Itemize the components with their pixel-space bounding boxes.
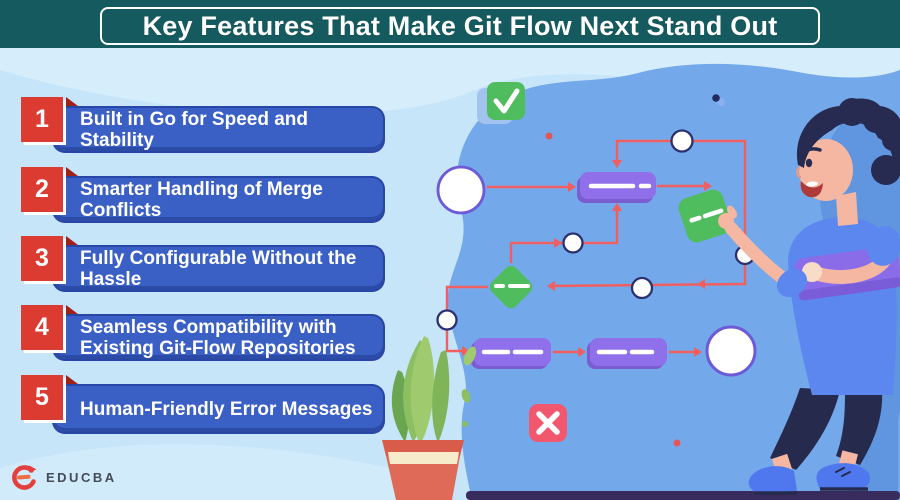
- ribbon-fold: [66, 375, 78, 384]
- flow-arrowheads: [462, 160, 712, 357]
- ribbon-fold: [66, 97, 78, 106]
- floor-bar: [466, 491, 900, 500]
- feature-label: Smarter Handling of Merge Conflicts: [80, 178, 323, 221]
- commit-node: [471, 338, 551, 369]
- feature-label: Seamless Compatibility with Existing Git…: [80, 316, 356, 359]
- feature-banner: Human-Friendly Error Messages: [52, 384, 385, 434]
- feature-number: 5: [21, 375, 63, 420]
- feature-banner: Smarter Handling of Merge Conflicts: [52, 176, 385, 223]
- brand-name: EDUCBA: [46, 469, 117, 485]
- commit-node: [587, 338, 667, 369]
- potted-plant: [382, 336, 477, 500]
- brand-logo: EDUCBA: [10, 463, 117, 491]
- decorative-dots: [545, 94, 888, 447]
- branch-circle: [436, 129, 757, 377]
- ribbon-fold: [66, 167, 78, 176]
- ribbon-fold: [66, 236, 78, 245]
- merge-diamond: [489, 265, 533, 309]
- header-band: Key Features That Make Git Flow Next Sta…: [0, 0, 900, 48]
- feature-label: Human-Friendly Error Messages: [80, 398, 373, 420]
- held-commit-card: [678, 189, 732, 243]
- educba-logo-icon: [12, 465, 37, 490]
- commit-node: [577, 172, 656, 203]
- title-frame: Key Features That Make Git Flow Next Sta…: [100, 7, 820, 45]
- feature-label: Built in Go for Speed and Stability: [80, 108, 308, 151]
- feature-banner: Seamless Compatibility with Existing Git…: [52, 314, 385, 361]
- feature-number: 2: [21, 167, 63, 212]
- feature-number: 3: [21, 236, 63, 281]
- blue-blob: [447, 63, 900, 500]
- flowchart: [436, 82, 888, 447]
- ribbon-fold: [66, 305, 78, 314]
- cross-icon: [529, 404, 567, 442]
- feature-banner: Built in Go for Speed and Stability: [52, 106, 385, 153]
- page-title: Key Features That Make Git Flow Next Sta…: [142, 10, 778, 41]
- feature-banner: Fully Configurable Without the Hassle: [52, 245, 385, 292]
- person: [718, 98, 900, 495]
- check-icon: [477, 82, 525, 124]
- feature-number: 4: [21, 305, 63, 350]
- feature-label: Fully Configurable Without the Hassle: [80, 247, 357, 290]
- feature-number: 1: [21, 97, 63, 142]
